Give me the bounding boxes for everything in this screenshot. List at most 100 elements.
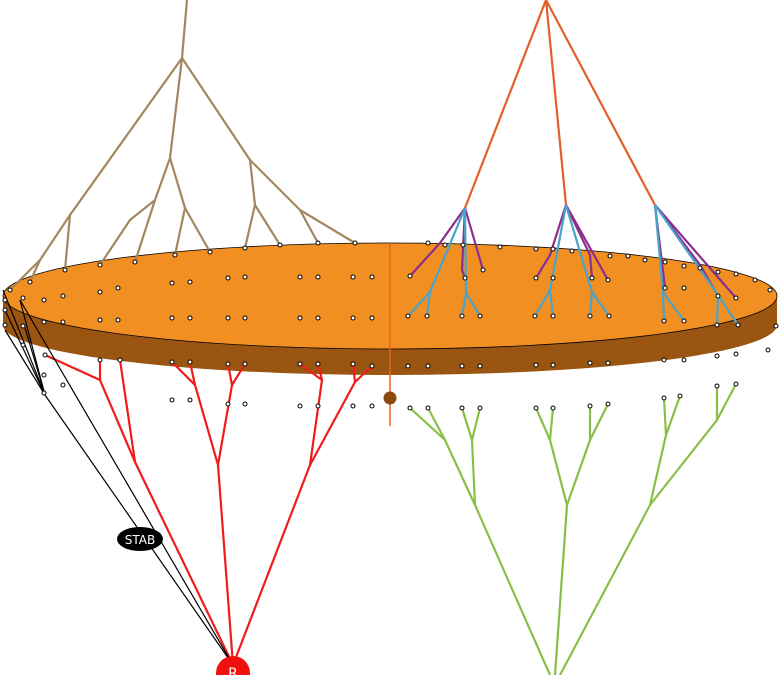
disc-node bbox=[773, 323, 779, 329]
brown-branch bbox=[180, 0, 189, 59]
disc-node bbox=[733, 381, 739, 387]
disc-node bbox=[715, 269, 721, 275]
disc-node bbox=[97, 357, 103, 363]
disc-node bbox=[661, 318, 667, 324]
disc-node bbox=[625, 253, 631, 259]
disc-node bbox=[714, 383, 720, 389]
disc-node bbox=[424, 313, 430, 319]
purple-branch bbox=[565, 204, 594, 279]
stab-line bbox=[19, 299, 234, 666]
green-branch bbox=[427, 407, 446, 441]
disc-node bbox=[169, 280, 175, 286]
disc-node bbox=[459, 405, 465, 411]
disc-node bbox=[533, 275, 539, 281]
disc-node bbox=[2, 322, 8, 328]
disc-node bbox=[242, 401, 248, 407]
disc-node bbox=[550, 275, 556, 281]
green-tree bbox=[409, 383, 737, 675]
disc-node bbox=[20, 323, 26, 329]
disc-node bbox=[225, 361, 231, 367]
disc-node bbox=[207, 249, 213, 255]
disc-node bbox=[587, 360, 593, 366]
disc-node bbox=[350, 361, 356, 367]
disc-node bbox=[369, 403, 375, 409]
red-branch bbox=[231, 363, 246, 386]
disc-node bbox=[187, 397, 193, 403]
disc-node bbox=[477, 313, 483, 319]
disc-node bbox=[661, 357, 667, 363]
red-branch bbox=[118, 359, 137, 463]
disc-node bbox=[187, 279, 193, 285]
disc-node bbox=[20, 342, 26, 348]
disc-node bbox=[242, 315, 248, 321]
disc-node bbox=[735, 322, 741, 328]
disc-node bbox=[681, 285, 687, 291]
blue-branch bbox=[591, 291, 610, 317]
blue-branch bbox=[717, 294, 739, 326]
brown-tree bbox=[9, 0, 356, 291]
disc-node bbox=[681, 263, 687, 269]
disc-node bbox=[41, 372, 47, 378]
disc-node bbox=[315, 403, 321, 409]
disc-node bbox=[497, 244, 503, 250]
disc-node bbox=[607, 253, 613, 259]
disc-node bbox=[405, 313, 411, 319]
disc-node bbox=[733, 295, 739, 301]
disc-node bbox=[297, 274, 303, 280]
disc-node bbox=[589, 275, 595, 281]
disc-node bbox=[407, 273, 413, 279]
purple-branch bbox=[535, 204, 568, 279]
disc-node bbox=[41, 297, 47, 303]
disc-node bbox=[733, 351, 739, 357]
disc-node bbox=[533, 362, 539, 368]
disc-node bbox=[462, 275, 468, 281]
red-branch bbox=[316, 363, 324, 381]
disc-node bbox=[172, 252, 178, 258]
red-branch bbox=[44, 353, 234, 666]
red-branch bbox=[231, 363, 324, 666]
green-branch bbox=[470, 407, 482, 441]
stab-badge: STAB bbox=[117, 527, 163, 551]
root-label: R bbox=[228, 666, 238, 675]
disc-node bbox=[425, 240, 431, 246]
blue-branch bbox=[425, 291, 432, 317]
green-branch bbox=[409, 407, 552, 675]
brown-branch bbox=[181, 57, 257, 249]
red-tree bbox=[44, 353, 373, 666]
disc-node bbox=[132, 259, 138, 265]
disc-node bbox=[533, 405, 539, 411]
disc-node bbox=[97, 262, 103, 268]
disc-node bbox=[752, 277, 758, 283]
disc-node bbox=[425, 405, 431, 411]
disc-node bbox=[460, 242, 466, 248]
disc-node bbox=[62, 267, 68, 273]
green-branch bbox=[565, 406, 592, 506]
disc-node bbox=[117, 357, 123, 363]
disc-node bbox=[27, 279, 33, 285]
brown-branch bbox=[184, 207, 211, 253]
disc-node bbox=[442, 242, 448, 248]
red-branch bbox=[188, 361, 197, 386]
disc-node bbox=[642, 257, 648, 263]
disc-node bbox=[187, 315, 193, 321]
purple-branch bbox=[565, 204, 609, 281]
orange-branch bbox=[463, 0, 548, 209]
disc-node bbox=[369, 315, 375, 321]
disc-node bbox=[605, 401, 611, 407]
disc-node bbox=[532, 313, 538, 319]
disc-node bbox=[477, 363, 483, 369]
root-node: R bbox=[216, 656, 250, 675]
disc-node bbox=[480, 267, 486, 273]
red-branch bbox=[171, 361, 235, 666]
blue-branch bbox=[548, 289, 555, 317]
disc-node bbox=[733, 271, 739, 277]
disc-node bbox=[425, 363, 431, 369]
orange-branch bbox=[544, 0, 568, 206]
brown-branch bbox=[299, 209, 356, 244]
disc-node bbox=[315, 274, 321, 280]
disc-node bbox=[315, 361, 321, 367]
disc-node bbox=[407, 405, 413, 411]
disc-node bbox=[225, 275, 231, 281]
disc-node bbox=[767, 287, 773, 293]
